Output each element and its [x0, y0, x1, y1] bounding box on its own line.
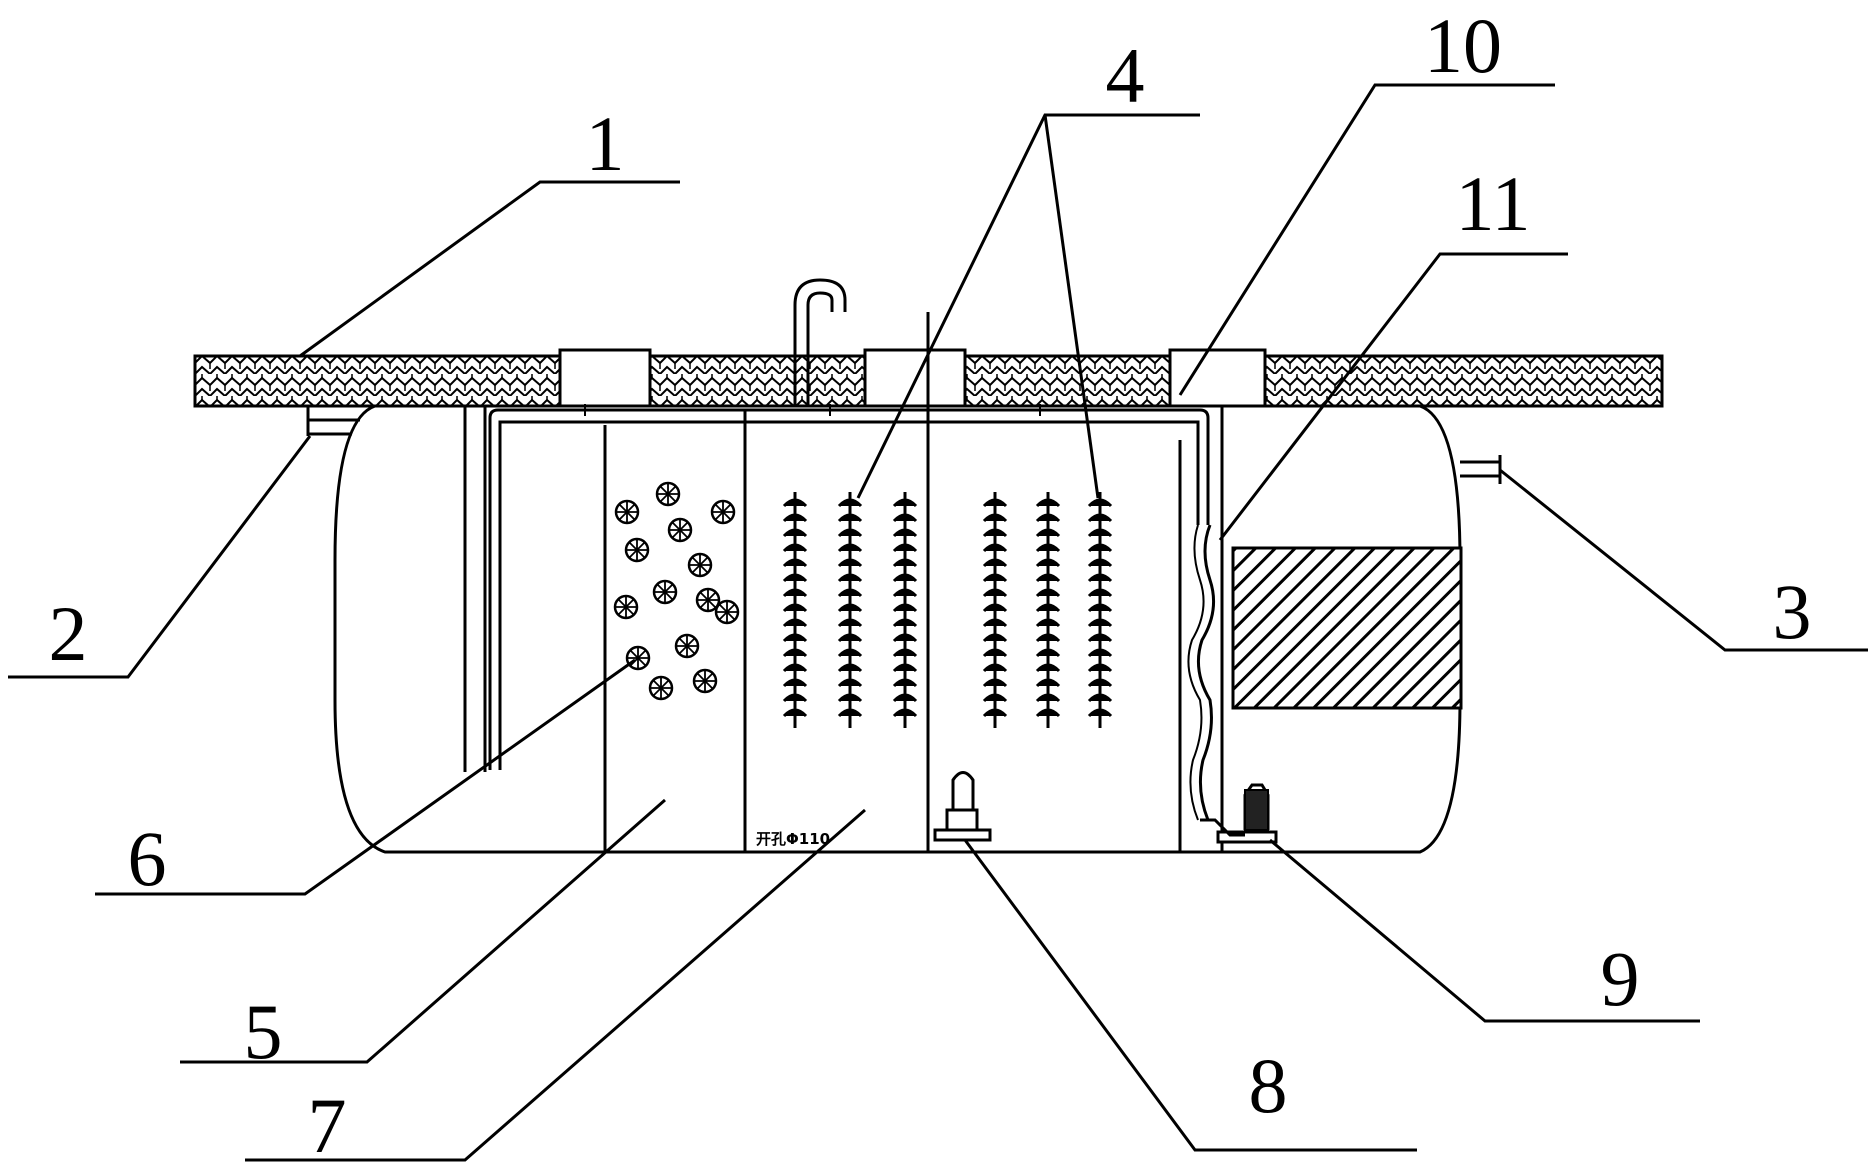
leader-lines: [8, 83, 1868, 1162]
settling-media: [1231, 546, 1463, 710]
callout-2: 2: [49, 590, 88, 677]
carrier-string: [837, 492, 863, 728]
carrier-string: [892, 492, 918, 728]
callout-1: 1: [586, 100, 625, 187]
carrier-string: [982, 492, 1008, 728]
carrier-string: [1035, 492, 1061, 728]
tank-body: [333, 404, 1462, 854]
inlet-pipe: [306, 406, 360, 436]
carrier-string: [1087, 492, 1113, 728]
callout-5: 5: [244, 988, 283, 1075]
vent-pipe: [793, 278, 847, 406]
callout-11: 11: [1455, 160, 1530, 247]
callout-7: 7: [308, 1082, 347, 1169]
lift-pump: [933, 771, 992, 842]
callout-6: 6: [128, 815, 167, 902]
submersible-pump: [1200, 783, 1278, 844]
carrier-string: [782, 492, 808, 728]
biofilm-carriers: [782, 492, 1113, 728]
callout-9: 9: [1601, 935, 1640, 1022]
callout-10: 10: [1424, 2, 1502, 89]
callout-labels: 1 2 3 4 5 6 7 8 9 10 11: [49, 2, 1812, 1169]
return-hose: [1187, 524, 1216, 821]
air-pipe: [488, 404, 1210, 770]
hole-note: 开孔Φ110: [756, 830, 830, 848]
callout-3: 3: [1773, 568, 1812, 655]
outlet-pipe: [1460, 455, 1502, 484]
callout-8: 8: [1249, 1042, 1288, 1129]
callout-4: 4: [1106, 32, 1145, 119]
filler-balls: [613, 481, 740, 701]
partitions: [463, 312, 1224, 852]
